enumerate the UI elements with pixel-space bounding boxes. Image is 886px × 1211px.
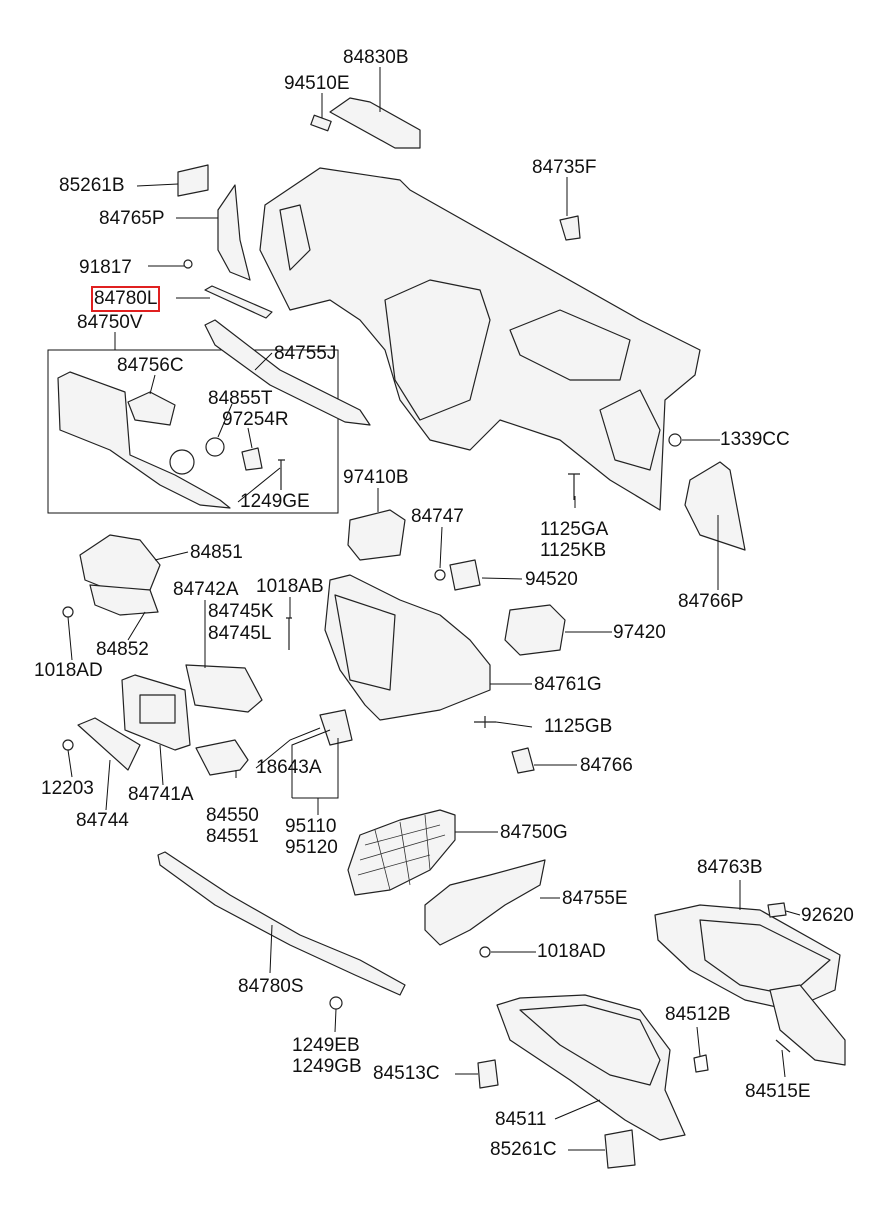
part-84830B-shape [329,97,421,149]
part-97420-shape [504,604,566,656]
label-84750V: 84750V [77,312,143,333]
part-95110-shape [319,709,353,746]
label-97420: 97420 [613,622,666,643]
part-84512B-shape [693,1054,709,1073]
label-84766P: 84766P [678,591,744,612]
part-84513C-shape [477,1059,499,1089]
label-1339CC: 1339CC [720,429,790,450]
label-84755E: 84755E [562,888,628,909]
label-1249GE: 1249GE [240,491,310,512]
label-1125KB: 1125KB [540,540,607,561]
label-97410B: 97410B [343,467,409,488]
part-84851-shape [79,534,161,591]
part-1018AD-a-shape [62,606,74,618]
part-12203-shape [62,739,74,751]
label-1249GB: 1249GB [292,1056,362,1077]
label-1125GA: 1125GA [540,519,609,540]
label-84761G: 84761G [534,674,602,695]
part-84741A-shape [121,674,191,751]
label-84513C: 84513C [373,1063,440,1084]
label-94510E: 94510E [284,73,350,94]
part-97410B-shape [347,509,406,561]
part-84755J-shape [204,319,371,426]
part-84747-shape [434,569,446,581]
label-85261B: 85261B [59,175,125,196]
label-85261C: 85261C [490,1139,557,1160]
part-91817-shape [183,259,193,269]
part-84765P-shape [217,184,251,281]
label-84550: 84550 [206,805,259,826]
label-84744: 84744 [76,810,129,831]
part-85261C-shape [604,1129,636,1169]
part-84735F-shape [559,215,581,241]
part-84780L-shape [204,285,273,319]
leader-lines [67,67,801,1151]
label-84511: 84511 [495,1109,547,1130]
label-84750G: 84750G [500,822,568,843]
part-84855T-shape [205,437,225,457]
label-97254R: 97254R [222,409,289,430]
part-84750G-shape [347,809,456,896]
part-84852-shape [89,584,159,616]
part-84761G-shape [324,574,491,721]
label-84756C: 84756C [117,355,184,376]
part-84750V-shape [57,371,231,509]
label-84763B: 84763B [697,857,763,878]
label-18643A: 18643A [256,757,322,778]
label-84747: 84747 [411,506,464,527]
label-84780S: 84780S [238,976,304,997]
label-84755J: 84755J [274,343,337,364]
label-1249EB: 1249EB [292,1035,360,1056]
label-1125GB: 1125GB [544,716,613,737]
label-84780L[interactable]: 84780L [90,286,161,312]
part-1018AD-b-shape [479,946,491,958]
part-84756C-shape [127,391,176,426]
group-box-84750V [47,349,339,514]
label-84766: 84766 [580,755,633,776]
label-84551: 84551 [206,826,259,847]
label-92620: 92620 [801,905,854,926]
label-84855T: 84855T [208,388,273,409]
part-84742A-shape [185,664,263,713]
crash-pad-shape [259,167,701,511]
part-85261B-shape [177,164,209,197]
label-84830B: 84830B [343,47,409,68]
part-1249EB-shape [329,996,343,1010]
part-84766-shape [511,747,535,774]
part-94510E-shape [310,114,332,132]
label-84745L: 84745L [208,623,272,644]
part-92620-shape [767,902,787,918]
part-1339CC-shape [668,433,682,447]
label-84851: 84851 [190,542,243,563]
part-84766P-shape [684,461,746,551]
part-84780S-shape [157,851,406,996]
label-95120: 95120 [285,837,338,858]
label-84515E: 84515E [745,1081,811,1102]
part-84550-shape [195,739,249,776]
label-94520: 94520 [525,569,578,590]
label-84745K: 84745K [208,601,274,622]
part-94520-shape [449,559,481,591]
label-91817: 91817 [79,257,132,278]
label-84512B: 84512B [665,1004,731,1025]
part-97254R-shape [241,447,263,471]
label-12203: 12203 [41,778,94,799]
label-1018AD-b: 1018AD [537,941,606,962]
label-84852: 84852 [96,639,149,660]
label-1018AB: 1018AB [256,576,324,597]
label-95110: 95110 [285,816,337,837]
label-1018AD-a: 1018AD [34,660,103,681]
label-84735F: 84735F [532,157,597,178]
label-84742A: 84742A [173,579,239,600]
label-84741A: 84741A [128,784,194,805]
part-84755E-shape [424,859,546,946]
label-84765P: 84765P [99,208,165,229]
part-84744-shape [77,717,141,771]
